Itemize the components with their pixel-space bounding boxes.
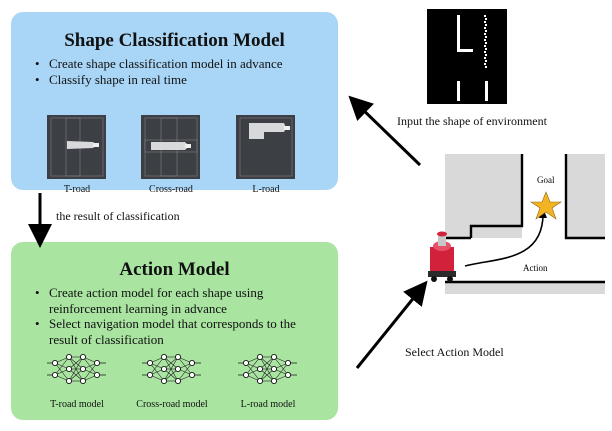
classification-result-label: the result of classification [56,209,180,223]
shape-bullet-2: Classify shape in real time [35,72,283,88]
l-road-network-icon [238,353,297,385]
environment-map: Goal Action [428,154,605,294]
t-road-caption: T-road [63,184,91,195]
l-road-caption: L-road [252,184,280,195]
goal-star-icon [530,191,562,220]
shape-bullet-1: Create shape classification model in adv… [35,56,283,72]
action-model-panel: Action Model Create action model for eac… [11,242,338,420]
shape-panel-title: Shape Classification Model [64,30,285,51]
cross-road-network-icon [142,353,201,385]
t-road-network-icon [47,353,106,385]
goal-label: Goal [537,175,555,185]
l-road-model-caption: L-road model [240,399,296,410]
l-road-thumbnail [236,115,295,179]
environment-shape-image [427,9,507,104]
input-shape-label: Input the shape of environment [397,114,547,128]
robot-icon [428,231,456,282]
t-road-model-caption: T-road model [50,399,104,410]
shape-classification-panel: Shape Classification Model Create shape … [11,12,338,195]
shape-panel-bullets: Create shape classification model in adv… [35,56,283,87]
select-action-label: Select Action Model [405,345,504,359]
cross-road-caption: Cross-road [149,184,193,195]
action-panel-title: Action Model [119,259,230,280]
select-arrow [355,280,428,369]
action-bullet-1: Create action model for each shape using… [35,285,325,316]
input-arrow [348,95,422,167]
action-panel-bullets: Create action model for each shape using… [35,285,325,347]
action-bullet-2: Select navigation model that corresponds… [35,316,325,347]
t-road-thumbnail [47,115,106,179]
cross-road-model-caption: Cross-road model [136,399,208,410]
action-label: Action [523,263,548,273]
cross-road-thumbnail [141,115,200,179]
